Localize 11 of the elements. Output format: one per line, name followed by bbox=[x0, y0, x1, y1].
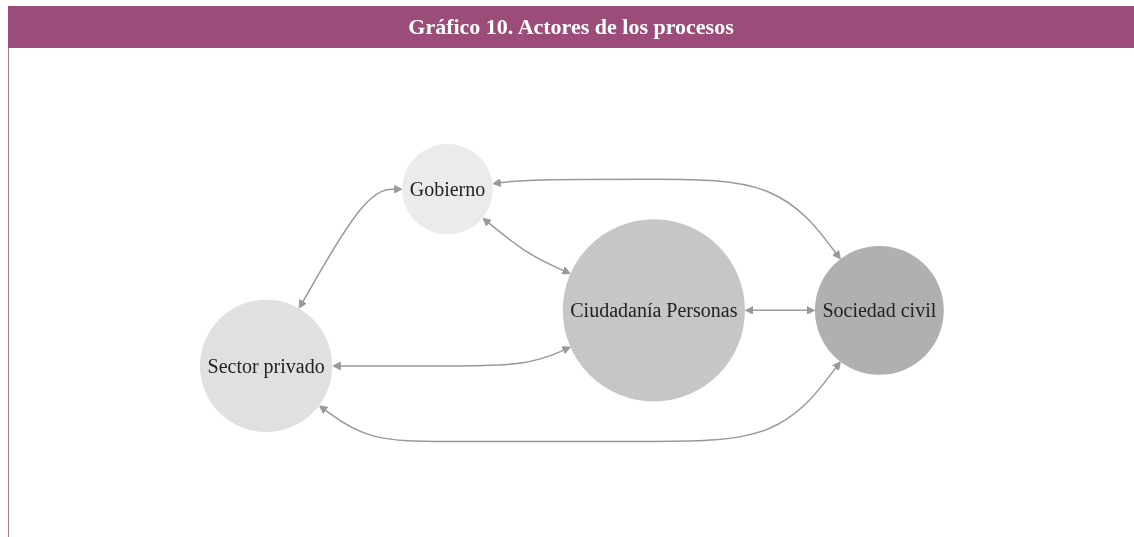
node-circle: Ciudadanía Personas bbox=[562, 219, 745, 402]
arrow bbox=[318, 361, 841, 442]
arrow bbox=[482, 217, 571, 275]
arrow bbox=[331, 346, 571, 371]
node-circle: Gobierno bbox=[401, 143, 493, 235]
arrow bbox=[298, 184, 403, 309]
arrow bbox=[744, 305, 815, 315]
arrow bbox=[492, 178, 841, 260]
node-circle: Sector privado bbox=[199, 299, 332, 432]
node-circle: Sociedad civil bbox=[814, 245, 944, 375]
diagram-title: Gráfico 10. Actores de los procesos bbox=[8, 6, 1134, 48]
